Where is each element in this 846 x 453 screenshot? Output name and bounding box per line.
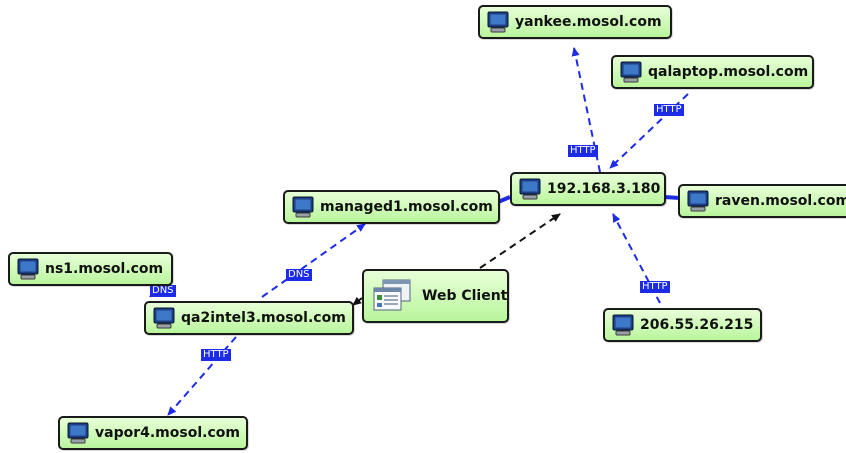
node-label: managed1.mosol.com bbox=[320, 199, 493, 215]
edge-label-http-yankee: HTTP bbox=[568, 145, 598, 157]
node-label: 192.168.3.180 bbox=[547, 181, 661, 197]
computer-monitor-icon bbox=[620, 61, 642, 83]
node-router[interactable]: 192.168.3.180 bbox=[510, 172, 666, 206]
node-qalaptop[interactable]: qalaptop.mosol.com bbox=[611, 55, 814, 89]
web-client-window-icon bbox=[373, 279, 411, 311]
computer-monitor-icon bbox=[487, 11, 509, 33]
node-label: yankee.mosol.com bbox=[515, 14, 662, 30]
edge-label-http-206: HTTP bbox=[640, 281, 670, 293]
computer-monitor-icon bbox=[687, 190, 709, 212]
node-label: qa2intel3.mosol.com bbox=[181, 310, 346, 326]
node-label: ns1.mosol.com bbox=[45, 261, 164, 277]
node-vapor4[interactable]: vapor4.mosol.com bbox=[58, 416, 248, 450]
node-label: 206.55.26.215 bbox=[640, 317, 754, 333]
computer-monitor-icon bbox=[519, 178, 541, 200]
node-managed1[interactable]: managed1.mosol.com bbox=[283, 190, 500, 224]
edge-router-yankee bbox=[571, 47, 601, 173]
edge-label-http-vapor4: HTTP bbox=[201, 349, 231, 361]
computer-monitor-icon bbox=[153, 307, 175, 329]
node-label: qalaptop.mosol.com bbox=[648, 64, 809, 80]
node-yankee[interactable]: yankee.mosol.com bbox=[478, 5, 672, 39]
computer-monitor-icon bbox=[17, 258, 39, 280]
edge-label-http-qalaptop: HTTP bbox=[654, 104, 684, 116]
node-206[interactable]: 206.55.26.215 bbox=[603, 308, 762, 342]
node-label: Web Client bbox=[422, 288, 508, 304]
edge-webclient-qa2intel3 bbox=[352, 296, 363, 306]
edge-qa2intel3-managed1 bbox=[261, 223, 366, 298]
computer-monitor-icon bbox=[612, 314, 634, 336]
node-webclient[interactable]: Web Client bbox=[362, 269, 509, 323]
node-label: vapor4.mosol.com bbox=[95, 425, 240, 441]
computer-monitor-icon bbox=[67, 422, 89, 444]
edge-router-raven bbox=[663, 195, 681, 200]
edge-managed1-router bbox=[497, 195, 511, 204]
node-ns1[interactable]: ns1.mosol.com bbox=[8, 252, 173, 286]
node-raven[interactable]: raven.mosol.com bbox=[678, 184, 846, 218]
node-qa2intel3[interactable]: qa2intel3.mosol.com bbox=[144, 301, 354, 335]
node-label: raven.mosol.com bbox=[715, 193, 846, 209]
edge-label-dns-ns1: DNS bbox=[150, 285, 176, 297]
edge-label-dns-managed1: DNS bbox=[286, 269, 312, 281]
edge-webclient-router bbox=[479, 213, 561, 269]
computer-monitor-icon bbox=[292, 196, 314, 218]
